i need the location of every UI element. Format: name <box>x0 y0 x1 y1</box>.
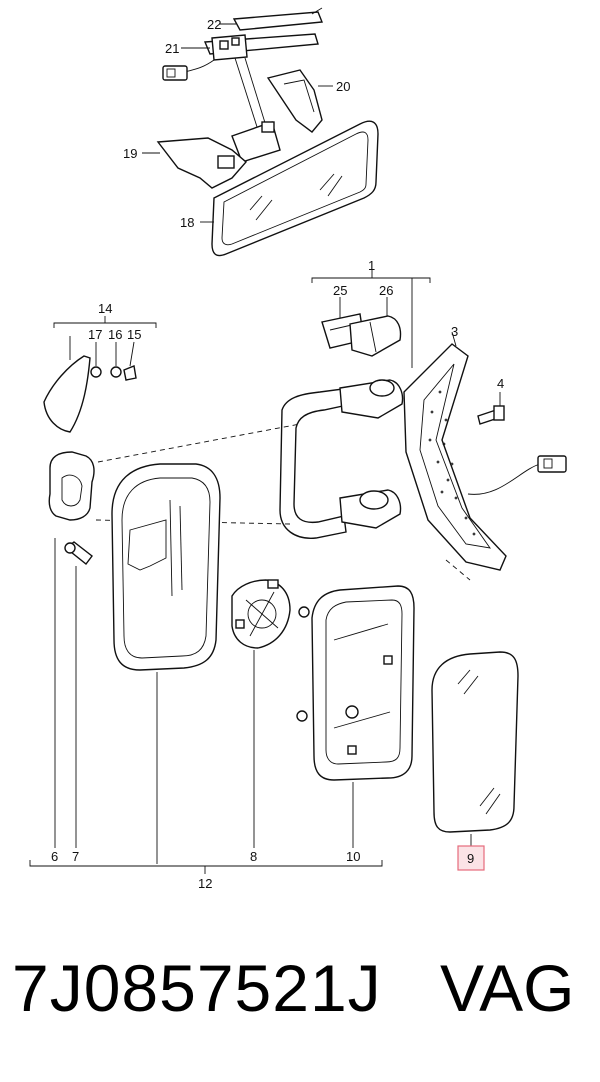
label-17: 17 <box>88 327 102 342</box>
highlight-box-part-9 <box>457 845 485 871</box>
part-20-shroud <box>266 69 323 133</box>
exploded-parts-diagram: 22 21 20 19 18 1 25 26 3 4 14 17 16 15 6… <box>29 7 567 891</box>
part-22-cover <box>232 7 323 31</box>
label-26: 26 <box>379 283 393 298</box>
part-14-cover <box>43 355 91 433</box>
label-22: 22 <box>207 17 221 32</box>
label-6: 6 <box>51 849 58 864</box>
label-25: 25 <box>333 283 347 298</box>
brand-name: VAG <box>440 951 575 1025</box>
group-14-bracket <box>53 316 157 367</box>
label-7: 7 <box>72 849 79 864</box>
label-15: 15 <box>127 327 141 342</box>
label-9: 9 <box>467 851 474 866</box>
plate-texture <box>428 390 476 536</box>
part-3-mounting-plate <box>403 331 507 571</box>
label-3: 3 <box>451 324 458 339</box>
label-10: 10 <box>346 849 360 864</box>
label-14: 14 <box>98 301 112 316</box>
wire-harness-connector <box>467 455 567 495</box>
part-7-bolt <box>64 541 93 565</box>
part-4-screw <box>477 392 505 425</box>
part-6-cap <box>48 451 95 521</box>
part-26-cap <box>349 315 402 357</box>
part-19-shroud <box>156 137 247 189</box>
group-12-bracket <box>29 860 383 874</box>
part-number: 7J0857521J <box>12 951 382 1025</box>
part-8-adjuster <box>231 579 291 649</box>
label-12: 12 <box>198 876 212 891</box>
part-12-mirror-housing <box>111 463 221 671</box>
part-21-bracket <box>162 33 319 81</box>
label-1: 1 <box>368 258 375 273</box>
mirror-mount-stem <box>231 57 281 163</box>
part-9-mirror-glass <box>431 651 519 833</box>
label-8: 8 <box>250 849 257 864</box>
label-4: 4 <box>497 376 504 391</box>
part-10-mirror-frame <box>296 585 415 781</box>
group-1-bracket <box>311 270 431 368</box>
label-19: 19 <box>123 146 137 161</box>
label-18: 18 <box>180 215 194 230</box>
footer: 7J0857521J VAG <box>0 950 600 1050</box>
parts-15-16-17-fasteners <box>90 365 137 381</box>
label-20: 20 <box>336 79 350 94</box>
interior-mirror-assembly <box>142 7 379 257</box>
label-21: 21 <box>165 41 179 56</box>
label-16: 16 <box>108 327 122 342</box>
mirror-arm-assembly <box>279 379 404 539</box>
part-18-interior-mirror <box>211 120 379 257</box>
